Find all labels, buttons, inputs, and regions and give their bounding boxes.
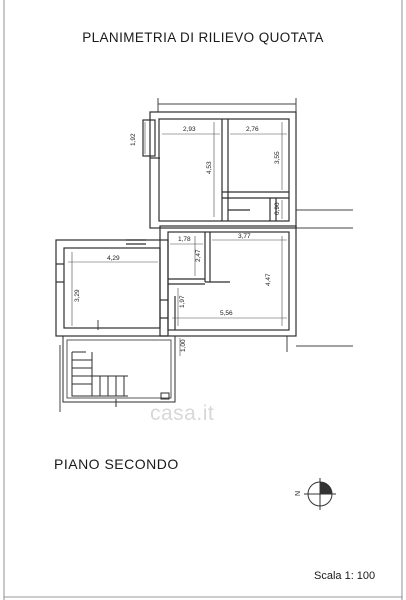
scale-label: Scala 1: 100 <box>314 570 376 582</box>
upper-block-walls <box>142 111 297 229</box>
dim-label: 4,53 <box>206 161 213 174</box>
dim-label: 3,29 <box>74 289 81 302</box>
watermark: casa.it <box>150 402 214 426</box>
dim-label: 2,76 <box>246 126 259 133</box>
floor-label: PIANO SECONDO <box>54 456 179 472</box>
dim-label: 1,92 <box>130 133 137 146</box>
dim-label: 2,47 <box>195 249 202 262</box>
dim-label: 5,56 <box>220 310 233 317</box>
context-lines <box>59 98 353 412</box>
dim-label: 1,78 <box>178 236 191 243</box>
staircase-block <box>62 335 176 407</box>
dimension-guides <box>68 122 287 356</box>
north-arrow-symbol <box>304 478 336 510</box>
dim-label: 3,55 <box>274 151 281 164</box>
plan-title: PLANIMETRIA DI RILIEVO QUOTATA <box>82 30 324 45</box>
dim-label: 0,90 <box>274 202 281 215</box>
watermark-text: casa.it <box>150 402 215 425</box>
dim-label: 4,47 <box>265 273 272 286</box>
north-label: N <box>295 491 302 496</box>
dim-label: 2,93 <box>183 126 196 133</box>
dim-label: 3,77 <box>238 233 251 240</box>
dim-label: 1,97 <box>179 295 186 308</box>
dim-label: 4,29 <box>107 255 120 262</box>
dim-label: 1,00 <box>180 339 187 352</box>
